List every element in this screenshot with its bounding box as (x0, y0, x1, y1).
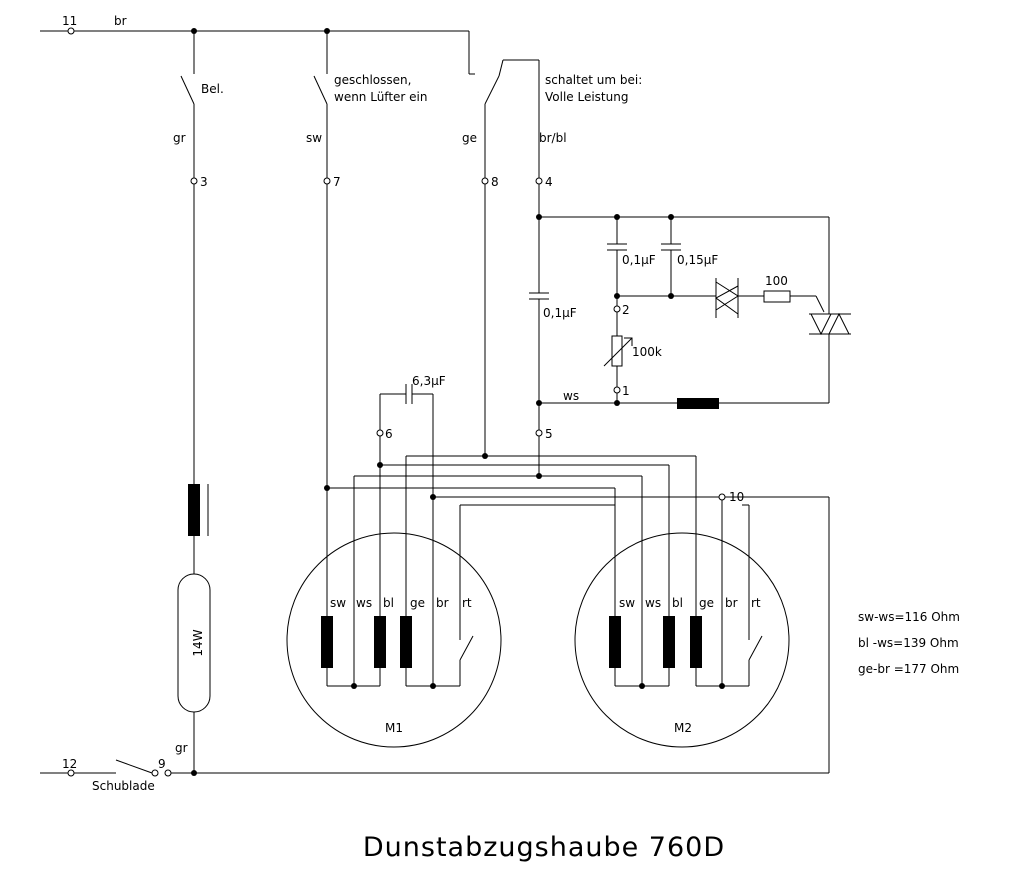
m2-pin-bl: bl (672, 596, 683, 610)
wire-br-label: br (114, 14, 127, 28)
terminal-6-label: 6 (385, 427, 393, 441)
terminal-12-label: 12 (62, 757, 77, 771)
motor-m1 (286, 532, 502, 748)
wire-sw-label: sw (306, 131, 322, 145)
terminal-5-label: 5 (545, 427, 553, 441)
light-switch (180, 75, 195, 105)
terminal-11-label: 11 (62, 14, 77, 28)
speed-control-network (529, 184, 851, 479)
wire-ge-label: ge (462, 131, 477, 145)
m1-pin-sw: sw (330, 596, 346, 610)
fan-switch (313, 75, 328, 105)
cap-4-label: 6,3µF (412, 374, 446, 388)
terminal-3-label: 3 (200, 175, 208, 189)
light-switch-label: Bel. (201, 82, 224, 96)
m1-pin-rt: rt (462, 596, 472, 610)
m1-pin-ws: ws (356, 596, 372, 610)
fan-branch (313, 31, 331, 598)
diac (715, 278, 739, 318)
wire-br-bl-label: br/bl (539, 131, 567, 145)
light-branch (177, 31, 211, 773)
lamp-power-label: 14W (191, 629, 205, 656)
m2-pin-ws: ws (645, 596, 661, 610)
speed-switch (469, 59, 543, 459)
fan-switch-label-2: wenn Lüfter ein (334, 90, 427, 104)
resistor-100 (763, 290, 791, 303)
terminal-2-label: 2 (622, 303, 630, 317)
terminal-4-label: 4 (545, 175, 553, 189)
terminal-9 (164, 769, 172, 777)
drawer-switch (115, 759, 153, 774)
terminal-9-label: 9 (158, 757, 166, 771)
terminal-8-label: 8 (491, 175, 499, 189)
resistance-table: sw-ws=116 Ohm bl -ws=139 Ohm ge-br =177 … (858, 610, 960, 676)
speed-switch-label-2: Volle Leistung (545, 90, 628, 104)
fan-switch-label-1: geschlossen, (334, 73, 411, 87)
resistor-label: 100 (765, 274, 788, 288)
resistance-3: ge-br =177 Ohm (858, 662, 959, 676)
ballast-choke (188, 484, 200, 536)
cap-1-label: 0,1µF (622, 253, 656, 267)
resistance-2: bl -ws=139 Ohm (858, 636, 959, 650)
triac (809, 217, 851, 403)
terminal-1-label: 1 (622, 384, 630, 398)
motor-m2 (574, 532, 790, 748)
speed-switch-label-1: schaltet um bei: (545, 73, 642, 87)
pot-label: 100k (632, 345, 662, 359)
m1-pin-br: br (436, 596, 449, 610)
m1-pin-bl: bl (383, 596, 394, 610)
m2-pin-ge: ge (699, 596, 714, 610)
m2-pin-rt: rt (751, 596, 761, 610)
m2-pin-br: br (725, 596, 738, 610)
speed-choke (677, 398, 719, 409)
motor-m1-label: M1 (385, 721, 403, 735)
cap-2-label: 0,15µF (677, 253, 718, 267)
terminal-10-label: 10 (729, 490, 744, 504)
diagram-title: Dunstabzugshaube 760D (363, 832, 725, 863)
drawer-switch-label: Schublade (92, 779, 155, 793)
terminal-11 (67, 27, 75, 35)
motor-m1-pin-labels: sw ws bl ge br rt (330, 596, 472, 610)
m1-pin-ge: ge (410, 596, 425, 610)
m2-pin-sw: sw (619, 596, 635, 610)
potentiometer-100k (611, 335, 623, 367)
resistance-1: sw-ws=116 Ohm (858, 610, 960, 624)
motor-bus (327, 455, 830, 773)
motor-m2-label: M2 (674, 721, 692, 735)
top-supply-line (40, 27, 470, 74)
cap-3-label: 0,1µF (543, 306, 577, 320)
terminal-7-label: 7 (333, 175, 341, 189)
wire-gr-label: gr (173, 131, 186, 145)
wire-ws-label: ws (563, 389, 579, 403)
bottom-supply-line (40, 759, 829, 777)
motor-m2-pin-labels: sw ws bl ge br rt (619, 596, 761, 610)
wire-gr-bottom-label: gr (175, 741, 188, 755)
